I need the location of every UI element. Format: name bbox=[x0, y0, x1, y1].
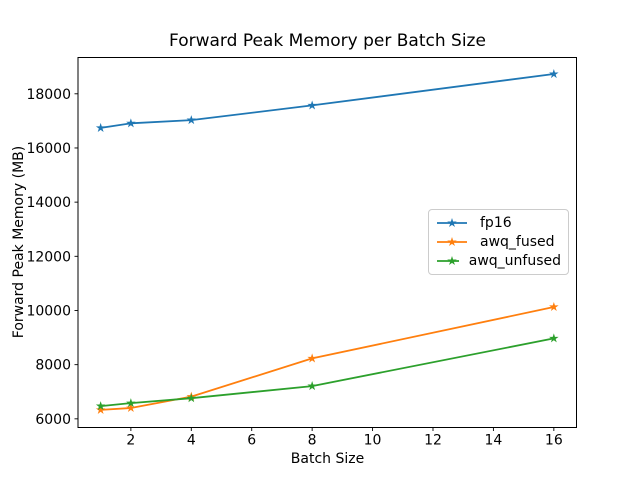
x-tick-label: 10 bbox=[364, 433, 382, 449]
series-marker-awq_fused bbox=[307, 353, 317, 363]
x-tick-label: 16 bbox=[545, 433, 563, 449]
y-tick-label: 12000 bbox=[26, 249, 71, 265]
x-tick-label: 8 bbox=[308, 433, 317, 449]
y-tick-label: 8000 bbox=[35, 358, 71, 374]
legend-marker-icon-fp16 bbox=[447, 217, 457, 227]
series-marker-awq_unfused bbox=[307, 381, 317, 391]
series-marker-awq_unfused bbox=[126, 398, 136, 408]
plot-border bbox=[77, 57, 577, 428]
y-tick-label: 18000 bbox=[26, 87, 71, 103]
series-marker-fp16 bbox=[95, 122, 106, 132]
x-tick-label: 2 bbox=[126, 433, 135, 449]
legend-sample-fp16 bbox=[437, 217, 467, 227]
legend-sample-awq_unfused bbox=[437, 256, 459, 266]
legend: fp16 awq_fused awq_unfused bbox=[428, 209, 569, 275]
chart-title: Forward Peak Memory per Batch Size bbox=[169, 31, 486, 51]
x-tick-label: 6 bbox=[247, 433, 256, 449]
series-marker-awq_unfused bbox=[95, 401, 106, 411]
series-marker-awq_fused bbox=[126, 403, 136, 413]
legend-label-awq_fused: awq_fused bbox=[480, 233, 555, 250]
y-tick-label: 16000 bbox=[26, 141, 71, 157]
x-tick-label: 14 bbox=[485, 433, 503, 449]
series-marker-awq_fused bbox=[549, 301, 559, 312]
legend-label-awq_unfused: awq_unfused bbox=[468, 253, 561, 270]
x-tick-label: 4 bbox=[187, 433, 196, 449]
legend-entry-awq_unfused: awq_unfused bbox=[436, 252, 561, 271]
series-marker-fp16 bbox=[186, 115, 197, 125]
legend-entry-awq_fused: awq_fused bbox=[436, 232, 561, 251]
legend-marker-icon-awq_fused bbox=[447, 236, 457, 247]
y-tick-label: 6000 bbox=[35, 412, 71, 428]
series-marker-fp16 bbox=[126, 118, 136, 128]
legend-label-fp16: fp16 bbox=[480, 214, 512, 231]
x-tick-label: 12 bbox=[424, 433, 442, 449]
y-tick-label: 10000 bbox=[26, 303, 71, 319]
series-marker-awq_unfused bbox=[549, 333, 559, 343]
series-line-awq_fused bbox=[100, 306, 554, 411]
legend-entry-fp16: fp16 bbox=[436, 213, 561, 232]
series-line-fp16 bbox=[100, 73, 554, 129]
series-marker-fp16 bbox=[549, 69, 559, 79]
y-tick-label: 14000 bbox=[26, 195, 71, 211]
series-marker-fp16 bbox=[307, 100, 317, 110]
series-line-awq_unfused bbox=[100, 337, 554, 407]
legend-sample-awq_fused bbox=[437, 236, 467, 247]
legend-marker-icon-awq_unfused bbox=[447, 256, 457, 266]
series-marker-awq_unfused bbox=[186, 393, 197, 403]
x-axis-label: Batch Size bbox=[290, 451, 365, 467]
series-marker-awq_fused bbox=[95, 404, 106, 414]
